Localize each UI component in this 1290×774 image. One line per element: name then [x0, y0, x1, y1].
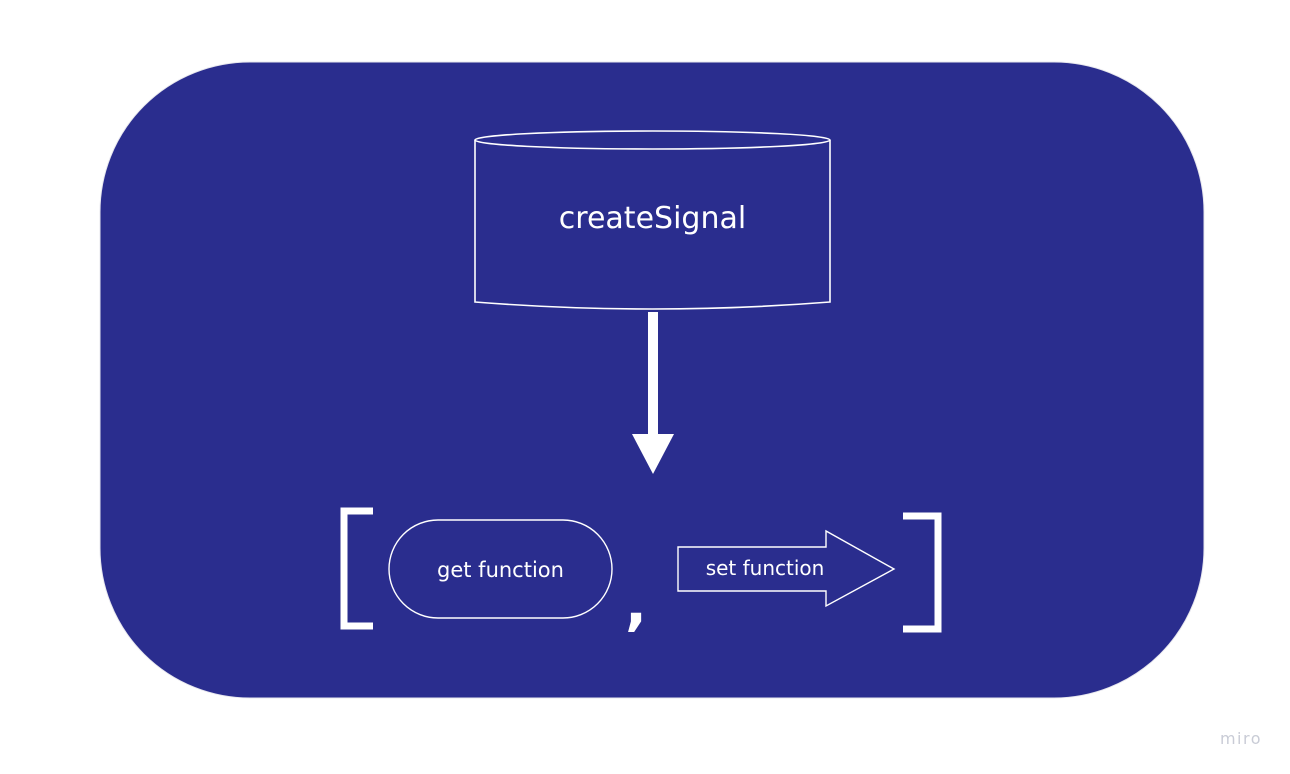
set-function-label: set function: [706, 556, 825, 580]
miro-watermark: miro: [1219, 729, 1262, 748]
get-function-node: get function: [388, 519, 613, 619]
set-function-arrow-icon: [677, 529, 896, 608]
cylinder-top: [474, 130, 831, 150]
flow-arrow-down: [632, 312, 674, 474]
create-signal-node: createSignal: [474, 130, 831, 310]
close-bracket-shape: [903, 512, 942, 633]
separator-comma: ,: [625, 570, 647, 638]
arrow-head-down-icon: [632, 434, 674, 474]
cylinder-body: [474, 140, 831, 310]
get-function-label: get function: [437, 558, 564, 582]
set-function-node: set function: [677, 529, 896, 608]
open-bracket-shape: [340, 507, 373, 630]
arrow-shaft: [648, 312, 658, 434]
create-signal-label: createSignal: [559, 201, 746, 236]
get-function-pill: [388, 519, 613, 619]
